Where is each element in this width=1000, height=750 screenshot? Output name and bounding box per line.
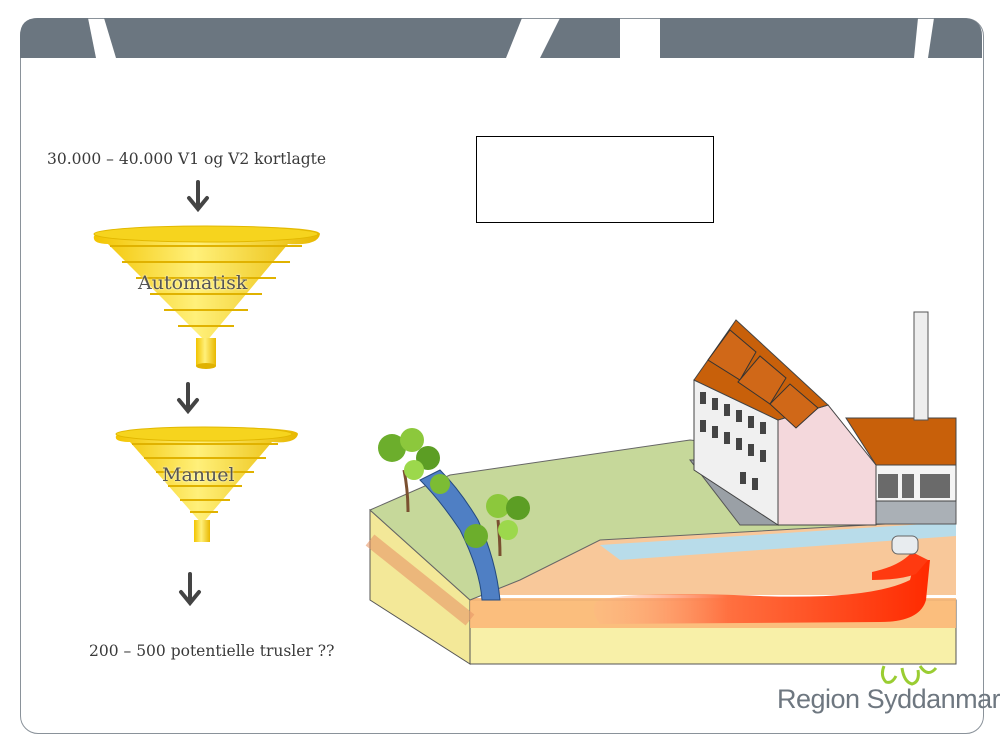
empty-text-box — [476, 136, 714, 223]
region-logo-icon — [880, 665, 938, 686]
stage-automatic-label: Automatisk — [138, 272, 248, 294]
stage-manual-label: Manuel — [162, 464, 235, 486]
arrow-down-icon — [187, 180, 209, 212]
arrow-down-icon — [179, 572, 201, 606]
funnel-manual-icon — [115, 426, 299, 542]
brand-name: Region Syddanmark — [777, 684, 1000, 714]
header-bar — [20, 18, 982, 58]
arrow-down-icon — [177, 382, 199, 414]
contaminated-site-illustration — [365, 311, 957, 665]
input-count-text: 30.000 – 40.000 V1 og V2 kortlagte — [47, 150, 327, 168]
funnel-automatic-icon — [93, 225, 321, 369]
result-count-text: 200 – 500 potentielle trusler ?? — [89, 642, 335, 660]
